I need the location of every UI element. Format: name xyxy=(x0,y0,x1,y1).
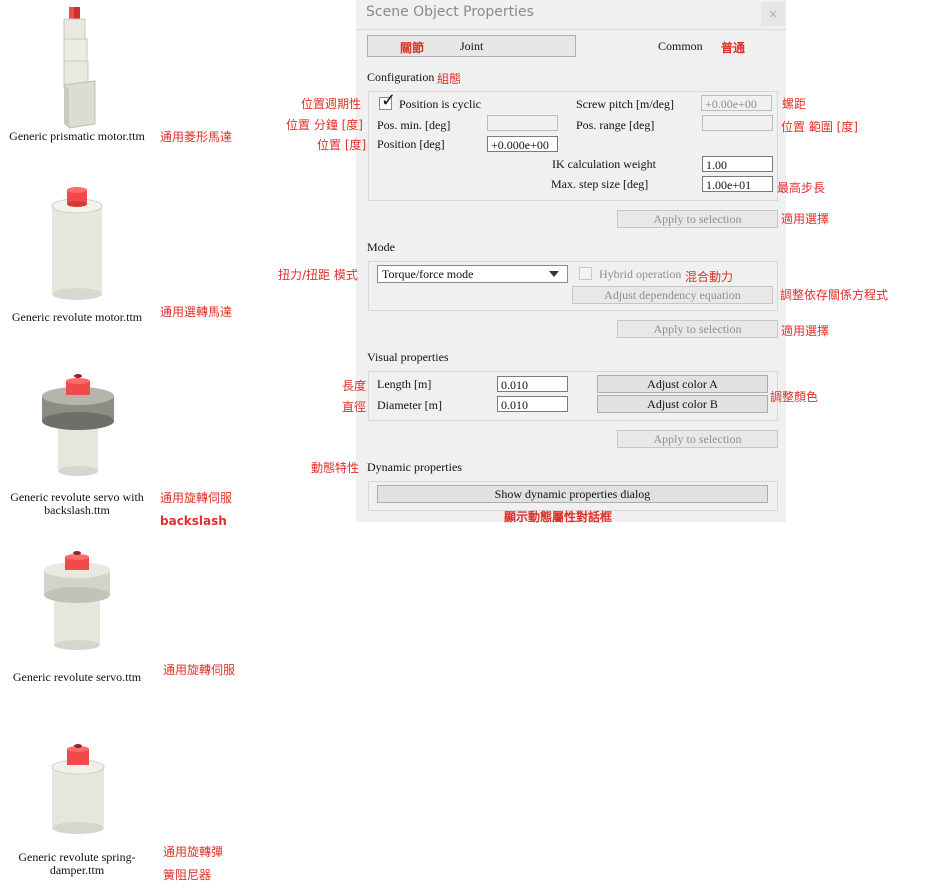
library-item-prismatic-motor[interactable]: Generic prismatic motor.ttm xyxy=(0,0,155,150)
length-label: Length [m] xyxy=(377,377,432,391)
model-library: Generic prismatic motor.ttm 通用菱形馬達 Gener… xyxy=(0,0,260,882)
annotation-adjust-dependency: 調整依存關係方程式 xyxy=(780,288,889,302)
dynamic-section-title: Dynamic properties xyxy=(367,460,462,474)
dialog-title: Scene Object Properties xyxy=(366,4,534,20)
tab-joint-label: Joint xyxy=(460,39,484,53)
annotation-screw-pitch: 螺距 xyxy=(782,97,807,111)
apply-configuration-button[interactable]: Apply to selection xyxy=(617,210,778,228)
annotation-apply-mode: 適用選擇 xyxy=(781,324,830,338)
annotation-diameter: 直徑 xyxy=(342,400,367,414)
configuration-section-title: Configuration xyxy=(367,70,435,84)
revolute-spring-damper-icon xyxy=(51,744,105,834)
annotation-revolute-spring-damper: 通用旋轉彈 簧阻尼器 xyxy=(163,845,224,882)
annotation-show-dynamic-dialog: 顯示動態屬性對話框 xyxy=(504,510,613,524)
library-caption: Generic revolute motor.ttm xyxy=(11,310,143,324)
mode-select[interactable]: Torque/force mode xyxy=(377,265,568,283)
screw-pitch-field[interactable]: +0.00e+00 xyxy=(701,95,772,111)
annotation-configuration: 組態 xyxy=(437,72,462,86)
diameter-field[interactable]: 0.010 xyxy=(497,396,568,412)
library-caption: Generic revolute servo.ttm xyxy=(12,670,142,684)
scene-object-properties-dialog: Scene Object Properties × Joint Common C… xyxy=(356,0,786,522)
adjust-color-b-button[interactable]: Adjust color B xyxy=(597,395,768,413)
pos-range-field[interactable] xyxy=(702,115,773,131)
adjust-dependency-button[interactable]: Adjust dependency equation xyxy=(572,286,773,304)
annotation-max-step: 最高步長 xyxy=(777,181,826,195)
library-item-revolute-motor[interactable]: Generic revolute motor.ttm xyxy=(0,180,155,330)
revolute-servo-backslash-icon xyxy=(42,374,114,476)
tab-joint[interactable]: Joint xyxy=(367,35,576,57)
annotation-position: 位置 [度] xyxy=(317,138,367,152)
apply-mode-button[interactable]: Apply to selection xyxy=(617,320,778,338)
mode-select-value: Torque/force mode xyxy=(382,267,474,281)
annotation-length: 長度 xyxy=(342,379,367,393)
show-dynamic-properties-button[interactable]: Show dynamic properties dialog xyxy=(377,485,768,503)
library-item-revolute-servo[interactable]: Generic revolute servo.ttm xyxy=(0,545,155,695)
annotation-revolute-servo-backslash: 通用旋轉伺服 backslash xyxy=(160,491,233,528)
pos-range-label: Pos. range [deg] xyxy=(576,118,655,132)
diameter-label: Diameter [m] xyxy=(377,398,442,412)
ik-weight-label: IK calculation weight xyxy=(552,157,656,171)
prismatic-motor-icon xyxy=(63,7,96,129)
max-step-label: Max. step size [deg] xyxy=(551,177,649,191)
ik-weight-field[interactable]: 1.00 xyxy=(702,156,773,172)
annotation-apply-configuration: 適用選擇 xyxy=(781,212,830,226)
annotation-dynamic-properties: 動態特性 xyxy=(311,461,360,475)
annotation-position-cyclic: 位置週期性 xyxy=(301,97,362,111)
apply-visual-button[interactable]: Apply to selection xyxy=(617,430,778,448)
annotation-hybrid-operation: 混合動力 xyxy=(685,270,734,284)
max-step-field[interactable]: 1.00e+01 xyxy=(702,176,773,192)
annotation-tab-joint: 關節 xyxy=(400,41,425,55)
close-icon[interactable]: × xyxy=(761,2,785,26)
visual-section-title: Visual properties xyxy=(367,350,449,364)
length-field[interactable]: 0.010 xyxy=(497,376,568,392)
library-item-revolute-spring-damper[interactable]: Generic revolute spring- damper.ttm xyxy=(0,735,155,882)
position-cyclic-checkbox[interactable]: ✓ xyxy=(379,92,396,110)
tab-common[interactable]: Common xyxy=(658,39,703,53)
annotation-revolute-servo: 通用旋轉伺服 xyxy=(163,663,236,677)
hybrid-operation-label: Hybrid operation xyxy=(599,267,682,281)
hybrid-operation-checkbox[interactable] xyxy=(579,267,592,280)
screw-pitch-label: Screw pitch [m/deg] xyxy=(576,97,674,111)
annotation-adjust-color: 調整顏色 xyxy=(770,390,819,404)
library-caption: Generic revolute servo with backslash.tt… xyxy=(10,490,144,517)
annotation-tab-common: 普通 xyxy=(721,41,746,55)
position-field[interactable]: +0.000e+00 xyxy=(487,136,558,152)
library-caption: Generic prismatic motor.ttm xyxy=(9,129,145,143)
revolute-servo-icon xyxy=(44,551,110,650)
position-cyclic-label: Position is cyclic xyxy=(399,97,481,111)
title-divider xyxy=(356,29,786,30)
mode-section-title: Mode xyxy=(367,240,395,254)
position-label: Position [deg] xyxy=(377,137,445,151)
annotation-pos-range: 位置 範圍 [度] xyxy=(781,120,858,134)
annotation-mode-select: 扭力/扭距 模式 xyxy=(278,268,358,282)
adjust-color-a-button[interactable]: Adjust color A xyxy=(597,375,768,393)
annotation-pos-min: 位置 分鐘 [度] xyxy=(286,118,363,132)
library-caption: Generic revolute spring- damper.ttm xyxy=(18,850,136,877)
check-icon: ✓ xyxy=(381,90,397,111)
library-item-revolute-servo-backslash[interactable]: Generic revolute servo with backslash.tt… xyxy=(0,365,155,525)
chevron-down-icon xyxy=(549,271,559,277)
pos-min-label: Pos. min. [deg] xyxy=(377,118,451,132)
annotation-prismatic-motor: 通用菱形馬達 xyxy=(160,130,233,144)
annotation-revolute-motor: 通用選轉馬達 xyxy=(160,305,233,319)
pos-min-field[interactable] xyxy=(487,115,558,131)
revolute-motor-icon xyxy=(51,187,103,300)
